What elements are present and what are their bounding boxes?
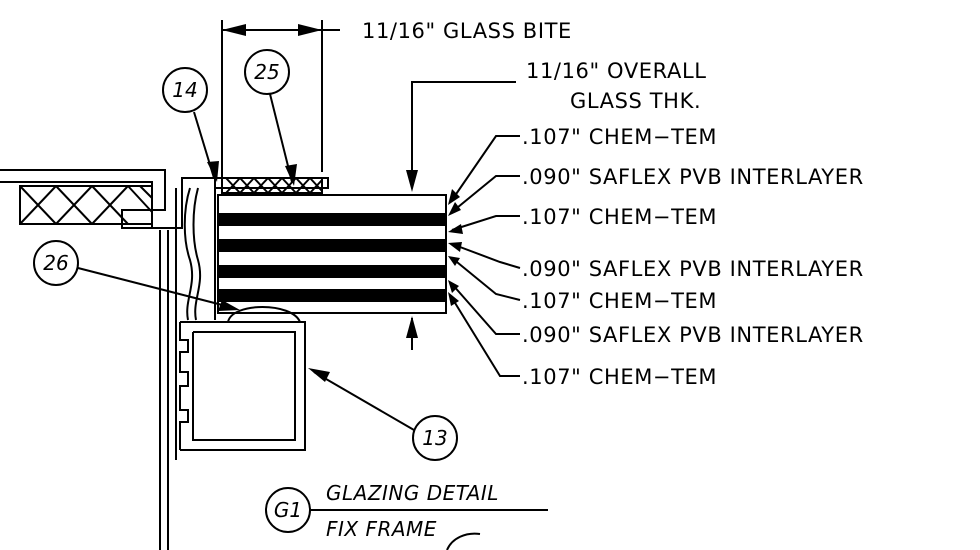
- lower-frame-tube: [179, 321, 306, 451]
- layer-label-2: .090" SAFLEX PVB INTERLAYER: [522, 165, 864, 189]
- svg-text:26: 26: [43, 251, 68, 275]
- overall-thickness-dimension: [406, 81, 516, 350]
- overall-thickness-line1: 11/16" OVERALL: [526, 59, 707, 83]
- glazing-gasket: [221, 177, 323, 194]
- layer-label-3: .107" CHEM−TEM: [522, 205, 717, 229]
- laminated-glass: [217, 194, 447, 314]
- glass-layer-band: [218, 265, 446, 278]
- svg-text:13: 13: [422, 426, 447, 450]
- layer-label-5: .107" CHEM−TEM: [522, 289, 717, 313]
- detail-title-block: G1 GLAZING DETAIL FIX FRAME: [265, 481, 548, 550]
- layer-label-7: .107" CHEM−TEM: [522, 365, 717, 389]
- detail-title: GLAZING DETAIL: [326, 481, 499, 505]
- detail-id: G1: [274, 498, 302, 522]
- callout-25: 25: [244, 49, 297, 186]
- setting-block: [227, 306, 301, 323]
- glass-layer-band: [218, 289, 446, 302]
- layer-leaders: [448, 135, 521, 377]
- callout-14: 14: [162, 67, 219, 182]
- glass-layer-band: [218, 239, 446, 252]
- glass-layer-band: [218, 213, 446, 226]
- callout-13: 13: [308, 368, 458, 461]
- callout-26: 26: [33, 240, 240, 311]
- insulation-hatch: [19, 185, 153, 225]
- glass-bite-label: 11/16" GLASS BITE: [362, 19, 572, 43]
- svg-text:25: 25: [254, 60, 279, 84]
- layer-label-1: .107" CHEM−TEM: [522, 125, 717, 149]
- layer-label-6: .090" SAFLEX PVB INTERLAYER: [522, 323, 864, 347]
- overall-thickness-line2: GLASS THK.: [570, 89, 701, 113]
- svg-text:14: 14: [172, 78, 197, 102]
- layer-label-4: .090" SAFLEX PVB INTERLAYER: [522, 257, 864, 281]
- detail-subtitle: FIX FRAME: [326, 517, 437, 541]
- glass-bite-dimension: [221, 20, 340, 178]
